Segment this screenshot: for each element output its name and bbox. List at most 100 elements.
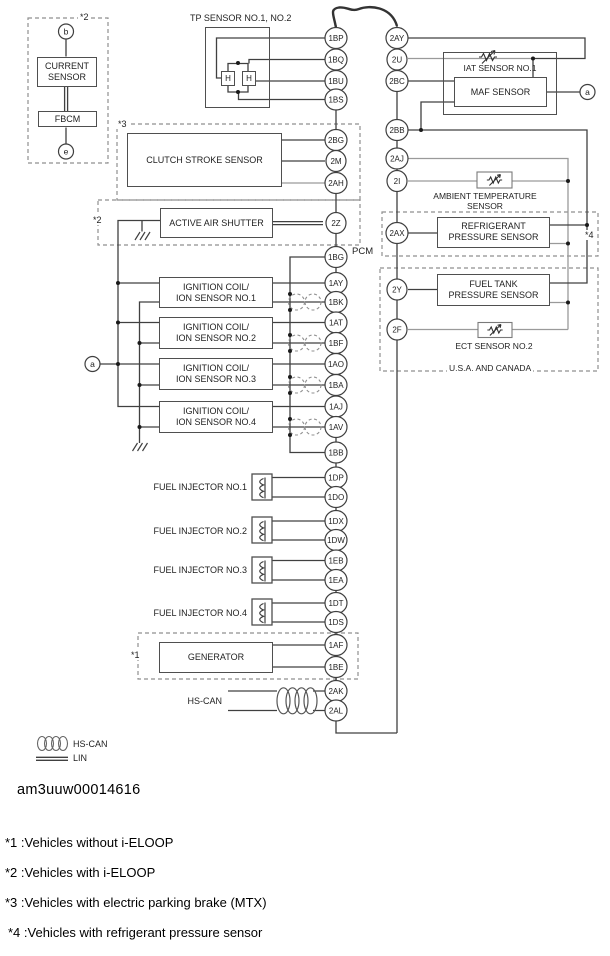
svg-text:1DT: 1DT: [328, 599, 343, 608]
footnote-ref-clutch: *3: [116, 119, 129, 129]
svg-text:2AY: 2AY: [390, 34, 405, 43]
injector-box: [251, 473, 273, 501]
ignition-coil-1-line2: ION SENSOR NO.1: [175, 292, 256, 303]
hall-element-2: H: [242, 71, 256, 86]
fuel-injector-4-label: FUEL INJECTOR NO.4: [153, 607, 247, 618]
svg-text:1DO: 1DO: [328, 493, 344, 502]
ect-thermistor-icon: [487, 323, 503, 336]
svg-text:2AX: 2AX: [389, 229, 405, 238]
connector-2U: 2U: [386, 48, 408, 71]
injector-coil-glyph: [259, 477, 266, 499]
connector-1BB: 1BB: [324, 441, 348, 464]
injector-box: [251, 598, 273, 626]
injector-coil-glyph: [259, 560, 266, 582]
connector-1BG: 1BG: [324, 245, 348, 269]
ignition-coil-4-line1: IGNITION COIL/: [182, 405, 249, 416]
svg-text:1AY: 1AY: [329, 279, 344, 288]
connector-1BE: 1BE: [324, 655, 348, 679]
refrigerant-label-line2: PRESSURE SENSOR: [448, 232, 539, 243]
connector-1AT: 1AT: [324, 311, 348, 334]
figure-code: am3uuw00014616: [17, 782, 141, 798]
connector-2Y: 2Y: [386, 278, 408, 301]
footnote-ref-generator: *1: [129, 650, 142, 660]
iat-sensor-label: IAT SENSOR NO.1: [463, 62, 537, 73]
svg-text:1BF: 1BF: [329, 339, 344, 348]
fuel-tank-label-line1: FUEL TANK: [469, 279, 518, 290]
svg-text:b: b: [64, 26, 69, 36]
pcm-label: PCM: [352, 246, 374, 257]
primary-wires: [36, 25, 588, 761]
connector-1BF: 1BF: [324, 331, 348, 355]
node-b: b: [57, 23, 75, 40]
hs-can-twisted-pair-icon: [276, 687, 318, 715]
svg-text:e: e: [64, 146, 69, 156]
svg-text:2BG: 2BG: [328, 136, 344, 145]
connector-1DP: 1DP: [324, 466, 348, 489]
svg-text:2BC: 2BC: [389, 77, 405, 86]
svg-text:1BB: 1BB: [328, 448, 343, 457]
connector-1BU: 1BU: [324, 69, 348, 93]
fuel-injector-2-label: FUEL INJECTOR NO.2: [153, 525, 247, 536]
connector-1EA: 1EA: [324, 568, 348, 592]
fuel-tank-label-line2: PRESSURE SENSOR: [448, 290, 539, 300]
svg-text:1DX: 1DX: [328, 517, 344, 526]
ignition-coil-1-line1: IGNITION COIL/: [182, 281, 249, 292]
ignition-coil-3-box: IGNITION COIL/ ION SENSOR NO.3: [159, 358, 273, 390]
node-a-left: a: [84, 355, 101, 373]
footnote-ref-ieloop: *2: [78, 12, 91, 22]
junction-dots: [116, 56, 589, 437]
iat-thermistor-icon: [479, 49, 497, 64]
connector-1AJ: 1AJ: [324, 395, 348, 418]
ignition-coil-4-line2: ION SENSOR NO.4: [175, 416, 256, 427]
connector-1DS: 1DS: [324, 610, 348, 634]
svg-text:2AL: 2AL: [329, 706, 344, 715]
legend-hs-can-icon: [36, 735, 69, 752]
injector-coil-glyph: [259, 602, 266, 624]
hall-element-1: H: [221, 71, 235, 86]
injector-box: [251, 516, 273, 544]
connector-1BS: 1BS: [324, 88, 348, 111]
ignition-coil-2-box: IGNITION COIL/ ION SENSOR NO.2: [159, 317, 273, 349]
svg-text:1DP: 1DP: [328, 473, 344, 482]
svg-text:1BA: 1BA: [328, 381, 344, 390]
svg-text:1BE: 1BE: [328, 663, 343, 672]
node-a-right: a: [579, 83, 596, 101]
connector-2Z: 2Z: [325, 211, 347, 235]
connector-2I: 2I: [386, 169, 408, 193]
svg-text:1DS: 1DS: [328, 618, 344, 627]
ignition-coil-3-line1: IGNITION COIL/: [182, 363, 249, 374]
svg-text:1AJ: 1AJ: [329, 402, 343, 411]
usa-canada-label: U.S.A. AND CANADA: [447, 363, 534, 373]
fbcm-box: FBCM: [38, 111, 97, 127]
connector-2F: 2F: [386, 318, 408, 341]
footnote-2: *2 :Vehicles with i-ELOOP: [5, 865, 156, 880]
ignition-coil-4-box: IGNITION COIL/ ION SENSOR NO.4: [159, 400, 273, 433]
injector-box: [251, 556, 273, 584]
ambient-sensor-label-1: AMBIENT TEMPERATURE: [433, 190, 537, 201]
clutch-stroke-sensor-box: CLUTCH STROKE SENSOR: [127, 133, 282, 187]
footnote-ref-aas: *2: [91, 215, 104, 225]
ground-symbols: [131, 231, 151, 452]
ambient-thermistor-icon: [486, 173, 503, 186]
ect-sensor-label: ECT SENSOR NO.2: [455, 341, 533, 351]
fuel-injector-icons: [251, 473, 273, 626]
svg-text:1DW: 1DW: [327, 536, 345, 545]
tp-sensor-box: [205, 27, 270, 108]
connector-2BG: 2BG: [324, 128, 348, 152]
pcm-top-harness-curve: [331, 5, 399, 29]
connector-1DO: 1DO: [324, 485, 348, 509]
connector-1BQ: 1BQ: [324, 48, 348, 71]
connector-2AK: 2AK: [324, 679, 348, 703]
connector-2AJ: 2AJ: [385, 147, 409, 170]
svg-text:1BU: 1BU: [328, 77, 344, 86]
svg-text:2AJ: 2AJ: [390, 154, 404, 163]
refrigerant-pressure-sensor-box: REFRIGERANT PRESSURE SENSOR: [437, 216, 550, 248]
svg-text:a: a: [585, 87, 590, 97]
ignition-coil-1-box: IGNITION COIL/ ION SENSOR NO.1: [159, 277, 273, 308]
connector-1BA: 1BA: [324, 373, 348, 397]
refrigerant-label-line1: REFRIGERANT: [461, 221, 526, 232]
svg-text:1AF: 1AF: [329, 641, 344, 650]
svg-text:a: a: [90, 359, 95, 369]
connector-2M: 2M: [325, 149, 347, 173]
